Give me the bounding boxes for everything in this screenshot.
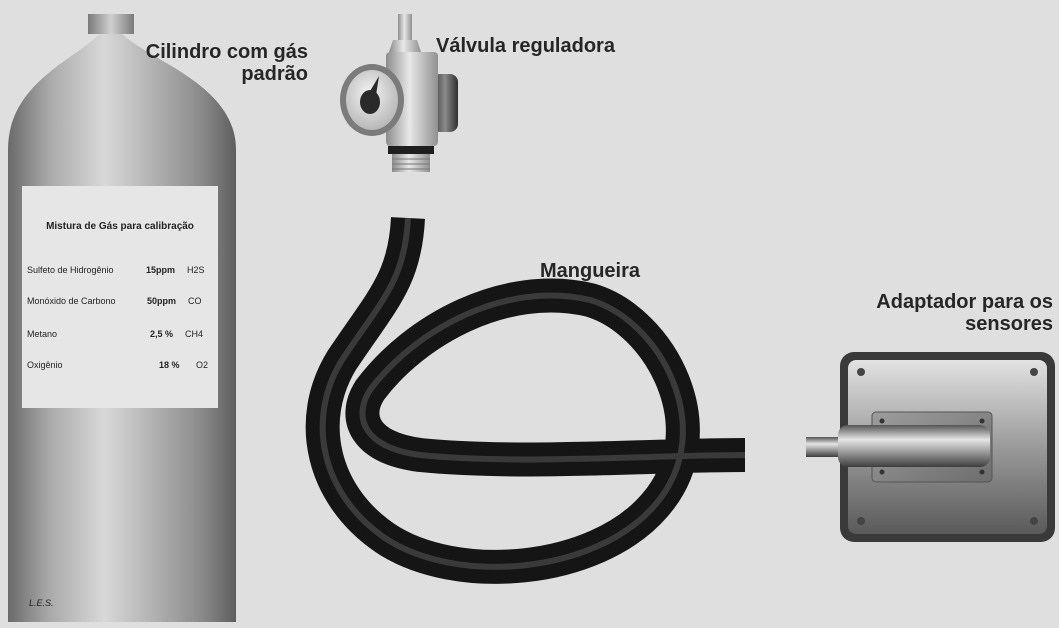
- valve-body: [386, 52, 438, 146]
- adapter-callout: Adaptador para os sensores: [876, 291, 1053, 335]
- valve-knob: [432, 74, 458, 132]
- row-value-co: 50ppm: [147, 296, 176, 306]
- cylinder-label-panel: [22, 186, 218, 408]
- valve-inlet: [398, 14, 412, 40]
- row-name-ch4: Metano: [27, 329, 57, 339]
- gas-cylinder-icon: Mistura de Gás para calibração Sulfeto d…: [8, 14, 236, 622]
- row-value-h2s: 15ppm: [146, 265, 175, 275]
- sensor-adapter-icon: [806, 352, 1055, 542]
- row-formula-o2: O2: [196, 360, 208, 370]
- pressure-regulator-icon: [340, 14, 458, 172]
- adapter-tube: [838, 425, 990, 467]
- row-formula-h2s: H2S: [187, 265, 205, 275]
- row-name-h2s: Sulfeto de Hidrogênio: [27, 265, 114, 275]
- hose-tube: [305, 216, 746, 584]
- row-value-o2: 18 %: [159, 360, 180, 370]
- row-name-o2: Oxigênio: [27, 360, 63, 370]
- adapter-nozzle: [806, 437, 846, 457]
- valve-ring: [388, 146, 434, 154]
- row-formula-ch4: CH4: [185, 329, 203, 339]
- cylinder-valve-stem: [88, 14, 134, 34]
- hose-icon: [305, 216, 746, 584]
- cylinder-callout: Cilindro com gás padrão: [145, 41, 308, 85]
- screw-br: [1030, 517, 1038, 525]
- valve-callout: Válvula reguladora: [436, 35, 615, 57]
- row-value-ch4: 2,5 %: [150, 329, 173, 339]
- cylinder-label-title: Mistura de Gás para calibração: [46, 221, 194, 232]
- valve-collar: [389, 40, 421, 52]
- hose-highlight: [319, 217, 746, 570]
- hose-callout: Mangueira: [540, 260, 641, 282]
- row-formula-co: CO: [188, 296, 202, 306]
- screw-tl: [857, 368, 865, 376]
- screw-bl: [857, 517, 865, 525]
- cylinder-signature: L.E.S.: [29, 598, 54, 608]
- gauge-needle: [366, 76, 379, 102]
- screw-tr: [1030, 368, 1038, 376]
- row-name-co: Monóxido de Carbono: [27, 296, 116, 306]
